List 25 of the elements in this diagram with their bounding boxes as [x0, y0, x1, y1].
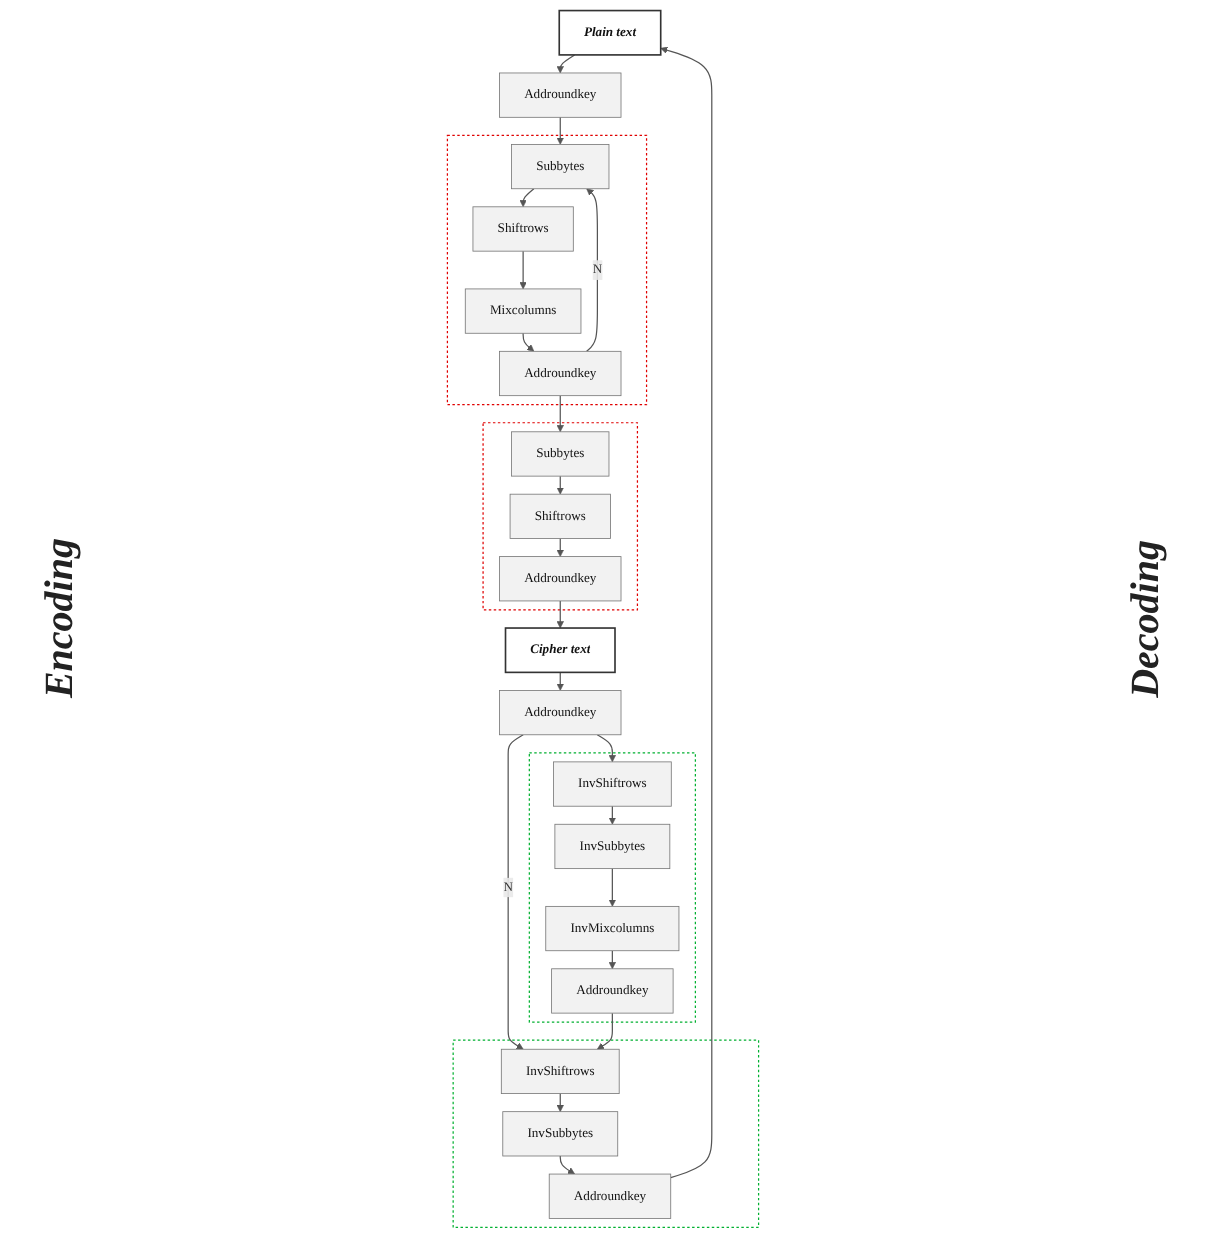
- cluster: [446, 134, 648, 406]
- arrow: [559, 1155, 575, 1175]
- arrow: [556, 475, 564, 495]
- arrow: [522, 332, 535, 352]
- arrow: [556, 116, 564, 145]
- arrow: [608, 805, 616, 825]
- cluster: [528, 752, 696, 1023]
- arrow: [660, 46, 713, 1179]
- arrow: [556, 600, 564, 629]
- arrow: [556, 671, 564, 691]
- cluster: [452, 1039, 760, 1229]
- arrow: [519, 250, 527, 290]
- cluster: [482, 422, 639, 611]
- side-label: Decoding: [1123, 540, 1169, 698]
- arrow: [608, 868, 616, 907]
- arrow: [556, 54, 576, 74]
- arrow: [519, 188, 535, 208]
- arrow: [556, 1092, 564, 1112]
- arrow: [596, 1012, 613, 1050]
- side-label: Encoding: [37, 538, 83, 700]
- arrow: [556, 395, 564, 433]
- arrow: [507, 734, 524, 1050]
- arrow: [596, 734, 616, 763]
- arrow: [556, 537, 564, 557]
- arrow: [608, 950, 616, 970]
